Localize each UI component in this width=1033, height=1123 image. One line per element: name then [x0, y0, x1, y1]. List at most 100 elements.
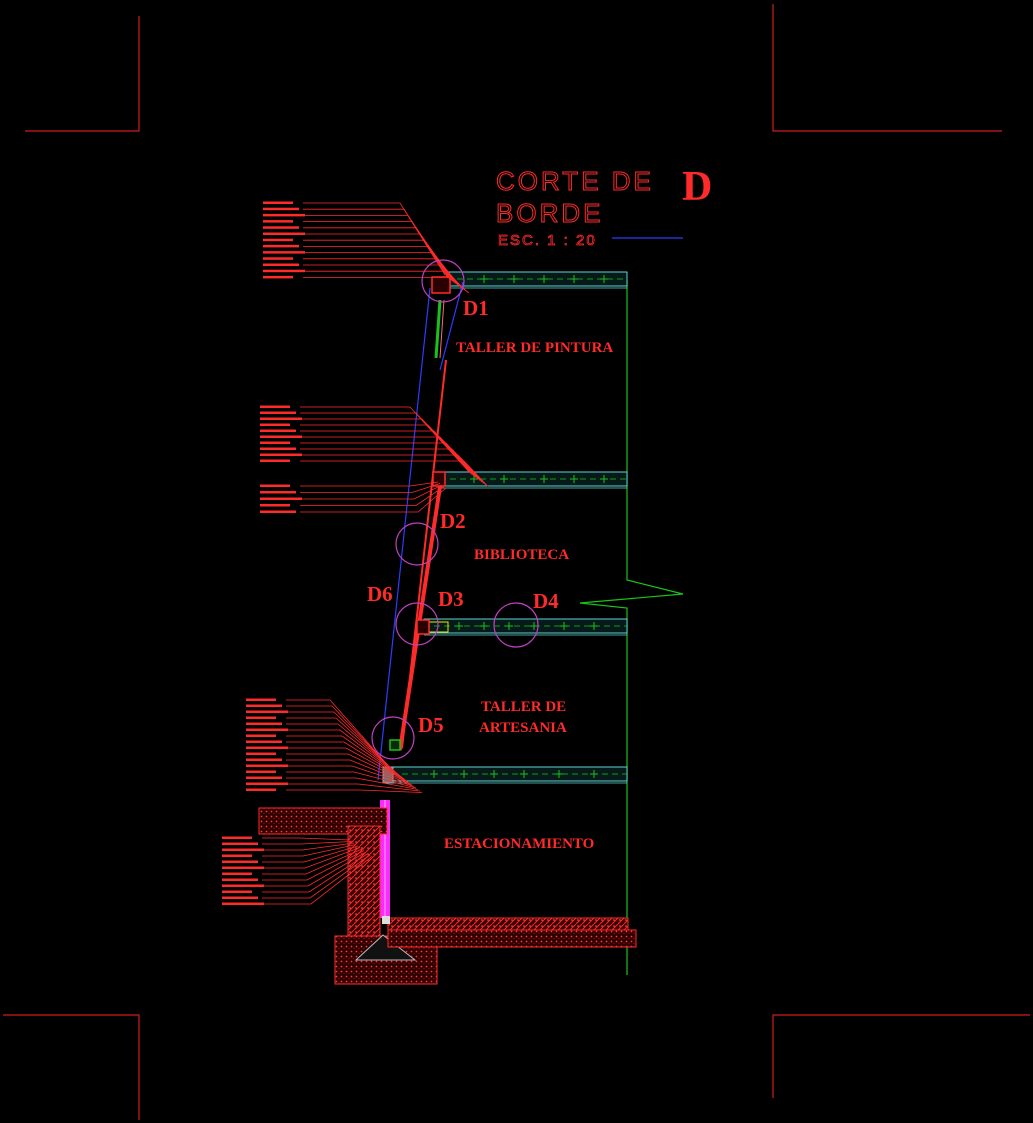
leader-line — [286, 717, 399, 775]
title-block: CORTE DE BORDE ESC. 1 : 20 D — [496, 164, 713, 249]
leader-tag — [263, 263, 299, 266]
leader-line — [300, 418, 475, 477]
sheet-corner-marks — [3, 4, 1030, 1120]
leader-line — [286, 771, 417, 789]
leader-tag — [263, 232, 305, 235]
leader-line — [262, 848, 363, 875]
leader-line — [262, 854, 371, 899]
leader-line — [286, 723, 401, 777]
leader-line — [286, 753, 411, 784]
leader-tag — [222, 836, 252, 839]
leader-tag — [263, 207, 299, 211]
leader-tag — [246, 770, 276, 773]
leader-line — [303, 233, 456, 283]
slab-level-1 — [423, 618, 628, 636]
slab-level-2 — [439, 471, 628, 489]
detail-label-d4: D4 — [533, 589, 559, 613]
foundation — [258, 800, 637, 985]
leader-line — [262, 847, 361, 869]
leader-tag — [246, 698, 276, 701]
leader-line — [300, 424, 477, 478]
leader-tag — [246, 782, 288, 785]
leader-line — [300, 436, 481, 481]
detail-label-d2: D2 — [440, 509, 466, 533]
slab-markers — [430, 275, 608, 778]
leader-line — [303, 264, 466, 291]
room-biblioteca: BIBLIOTECA — [474, 547, 569, 563]
room-taller-pintura: TALLER DE PINTURA — [456, 340, 613, 356]
leader-tag — [246, 764, 288, 767]
leader-line — [300, 487, 447, 513]
title-letter: D — [682, 164, 712, 210]
leader-line — [286, 705, 395, 772]
leader-line — [262, 851, 367, 887]
leader-line — [300, 483, 441, 493]
room-taller-artesania-1: TALLER DE — [481, 699, 566, 715]
leader-tag — [260, 453, 302, 456]
leader-tag — [246, 722, 282, 725]
leader-tag — [263, 226, 299, 229]
leader-tag — [246, 716, 276, 719]
leader-tag — [246, 758, 282, 761]
leader-tag — [260, 417, 302, 420]
detail-label-d6: D6 — [367, 582, 393, 606]
leader-tag — [222, 878, 258, 881]
leader-tag — [260, 510, 296, 513]
leader-tag — [222, 884, 264, 887]
leader-line — [300, 486, 445, 506]
leader-line — [262, 850, 365, 881]
detail-circle-d5[interactable] — [371, 716, 415, 760]
leader-line — [303, 227, 454, 282]
leader-tag — [260, 435, 302, 438]
leader-line — [286, 729, 403, 778]
leader-tag — [246, 752, 276, 755]
detail-circle-d1[interactable] — [421, 259, 465, 303]
leader-line — [303, 277, 470, 294]
leader-line — [262, 845, 359, 863]
leader-tag — [222, 890, 252, 893]
leader-line — [286, 699, 393, 771]
leader-tag — [260, 441, 290, 444]
detail-label-d3: D3 — [438, 587, 464, 611]
detail-circle-d2[interactable] — [395, 522, 439, 566]
title-line-2: BORDE — [496, 198, 603, 228]
leader-tag — [222, 842, 258, 845]
leader-tag — [263, 220, 293, 223]
leader-tag — [263, 244, 299, 248]
leader-line — [286, 777, 419, 790]
leader-line — [300, 406, 471, 474]
leader-line — [286, 711, 397, 774]
leader-tag — [246, 710, 288, 713]
leader-tag — [263, 238, 293, 242]
leader-tag — [246, 728, 288, 731]
leader-tag — [246, 734, 276, 737]
leader-tag — [260, 423, 290, 426]
leader-line — [286, 747, 409, 783]
leader-line — [262, 841, 353, 845]
leader-tag — [263, 269, 305, 273]
leader-tag — [260, 484, 290, 487]
leader-tag — [263, 275, 293, 279]
leader-line — [286, 741, 407, 781]
slab-ground — [391, 766, 628, 784]
leader-tag — [246, 776, 282, 779]
leader-line — [262, 853, 369, 893]
room-taller-artesania-2: ARTESANIA — [479, 720, 567, 736]
leader-line — [300, 430, 479, 480]
leader-tag — [260, 405, 290, 408]
detail-label-d5: D5 — [418, 713, 444, 737]
leader-line — [303, 202, 446, 276]
annotation-leaders — [222, 201, 489, 905]
detail-label-d1: D1 — [463, 296, 489, 320]
detail-circle-d4[interactable] — [493, 602, 539, 648]
leader-line — [286, 759, 413, 786]
leader-tag — [222, 872, 252, 875]
leader-tag — [222, 860, 258, 863]
leader-line — [286, 789, 423, 793]
leader-tag — [222, 866, 264, 869]
leader-tag — [246, 746, 288, 749]
leader-tag — [260, 459, 290, 462]
detail-circle-d3[interactable] — [395, 602, 439, 646]
leader-line — [262, 856, 373, 905]
leader-line — [262, 844, 357, 857]
